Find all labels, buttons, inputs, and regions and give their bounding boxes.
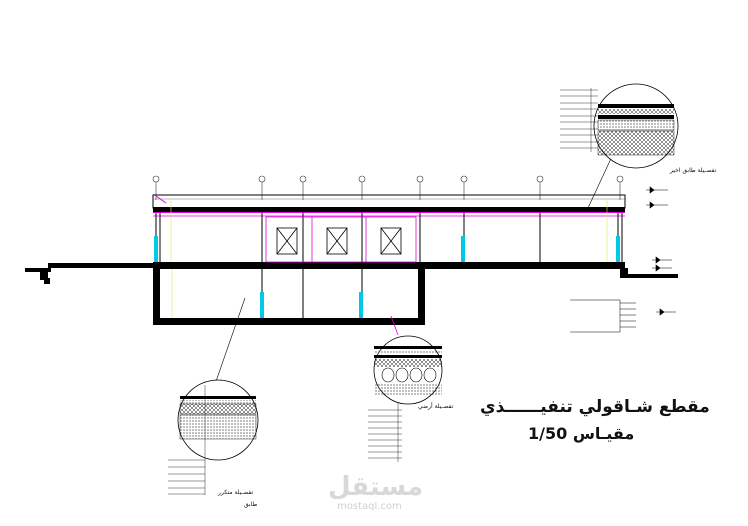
roof-detail-label: تفصـيلة طابق اخير (669, 167, 717, 174)
shaft-openings (276, 227, 402, 255)
shaft-opening (326, 227, 348, 255)
glazing (154, 236, 620, 318)
upper-columns (155, 213, 623, 262)
repeated-floor-detail-callout (168, 379, 259, 495)
axis-marker (616, 175, 624, 200)
roof-parapet (152, 194, 626, 209)
repeated-floor-detail-label: تفصـيلة متكرر (217, 489, 253, 496)
exterior-ground-right (620, 268, 678, 278)
axis-marker (299, 175, 307, 200)
shaft-opening (276, 227, 298, 255)
axis-marker (416, 175, 424, 200)
level-marker (646, 186, 668, 194)
layer-legend-right (570, 299, 636, 333)
axis-marker (358, 175, 366, 200)
ground-detail-callout (368, 335, 443, 462)
basement-slab (153, 268, 425, 325)
level-markers (646, 186, 676, 316)
level-marker (652, 264, 672, 272)
level-marker (646, 201, 668, 209)
ground-detail-label: تفصـيلة أرضي (418, 402, 454, 410)
partitions (265, 216, 417, 336)
lower-columns (261, 269, 363, 318)
first-floor-slab (48, 262, 625, 269)
watermark-url: mostaql.com (337, 501, 402, 512)
roof-detail-callout (560, 83, 679, 169)
axis-marker (460, 175, 468, 200)
level-marker (656, 308, 676, 316)
drawing-title: مقطع شـاقولي تنفيــــــذي (480, 397, 710, 417)
level-marker (652, 256, 672, 264)
axis-markers (152, 175, 624, 200)
repeated-floor-detail-sublabel: طابق (244, 501, 258, 508)
entrance-steps (25, 263, 63, 284)
axis-marker (258, 175, 266, 200)
axis-marker (536, 175, 544, 200)
watermark-logo: مستقل (328, 472, 424, 502)
shaft-opening (380, 227, 402, 255)
guide-lines (170, 200, 608, 318)
axis-marker (152, 175, 160, 200)
roof-slab (153, 207, 625, 217)
drawing-scale: مقيـاس 1/50 (528, 424, 635, 443)
